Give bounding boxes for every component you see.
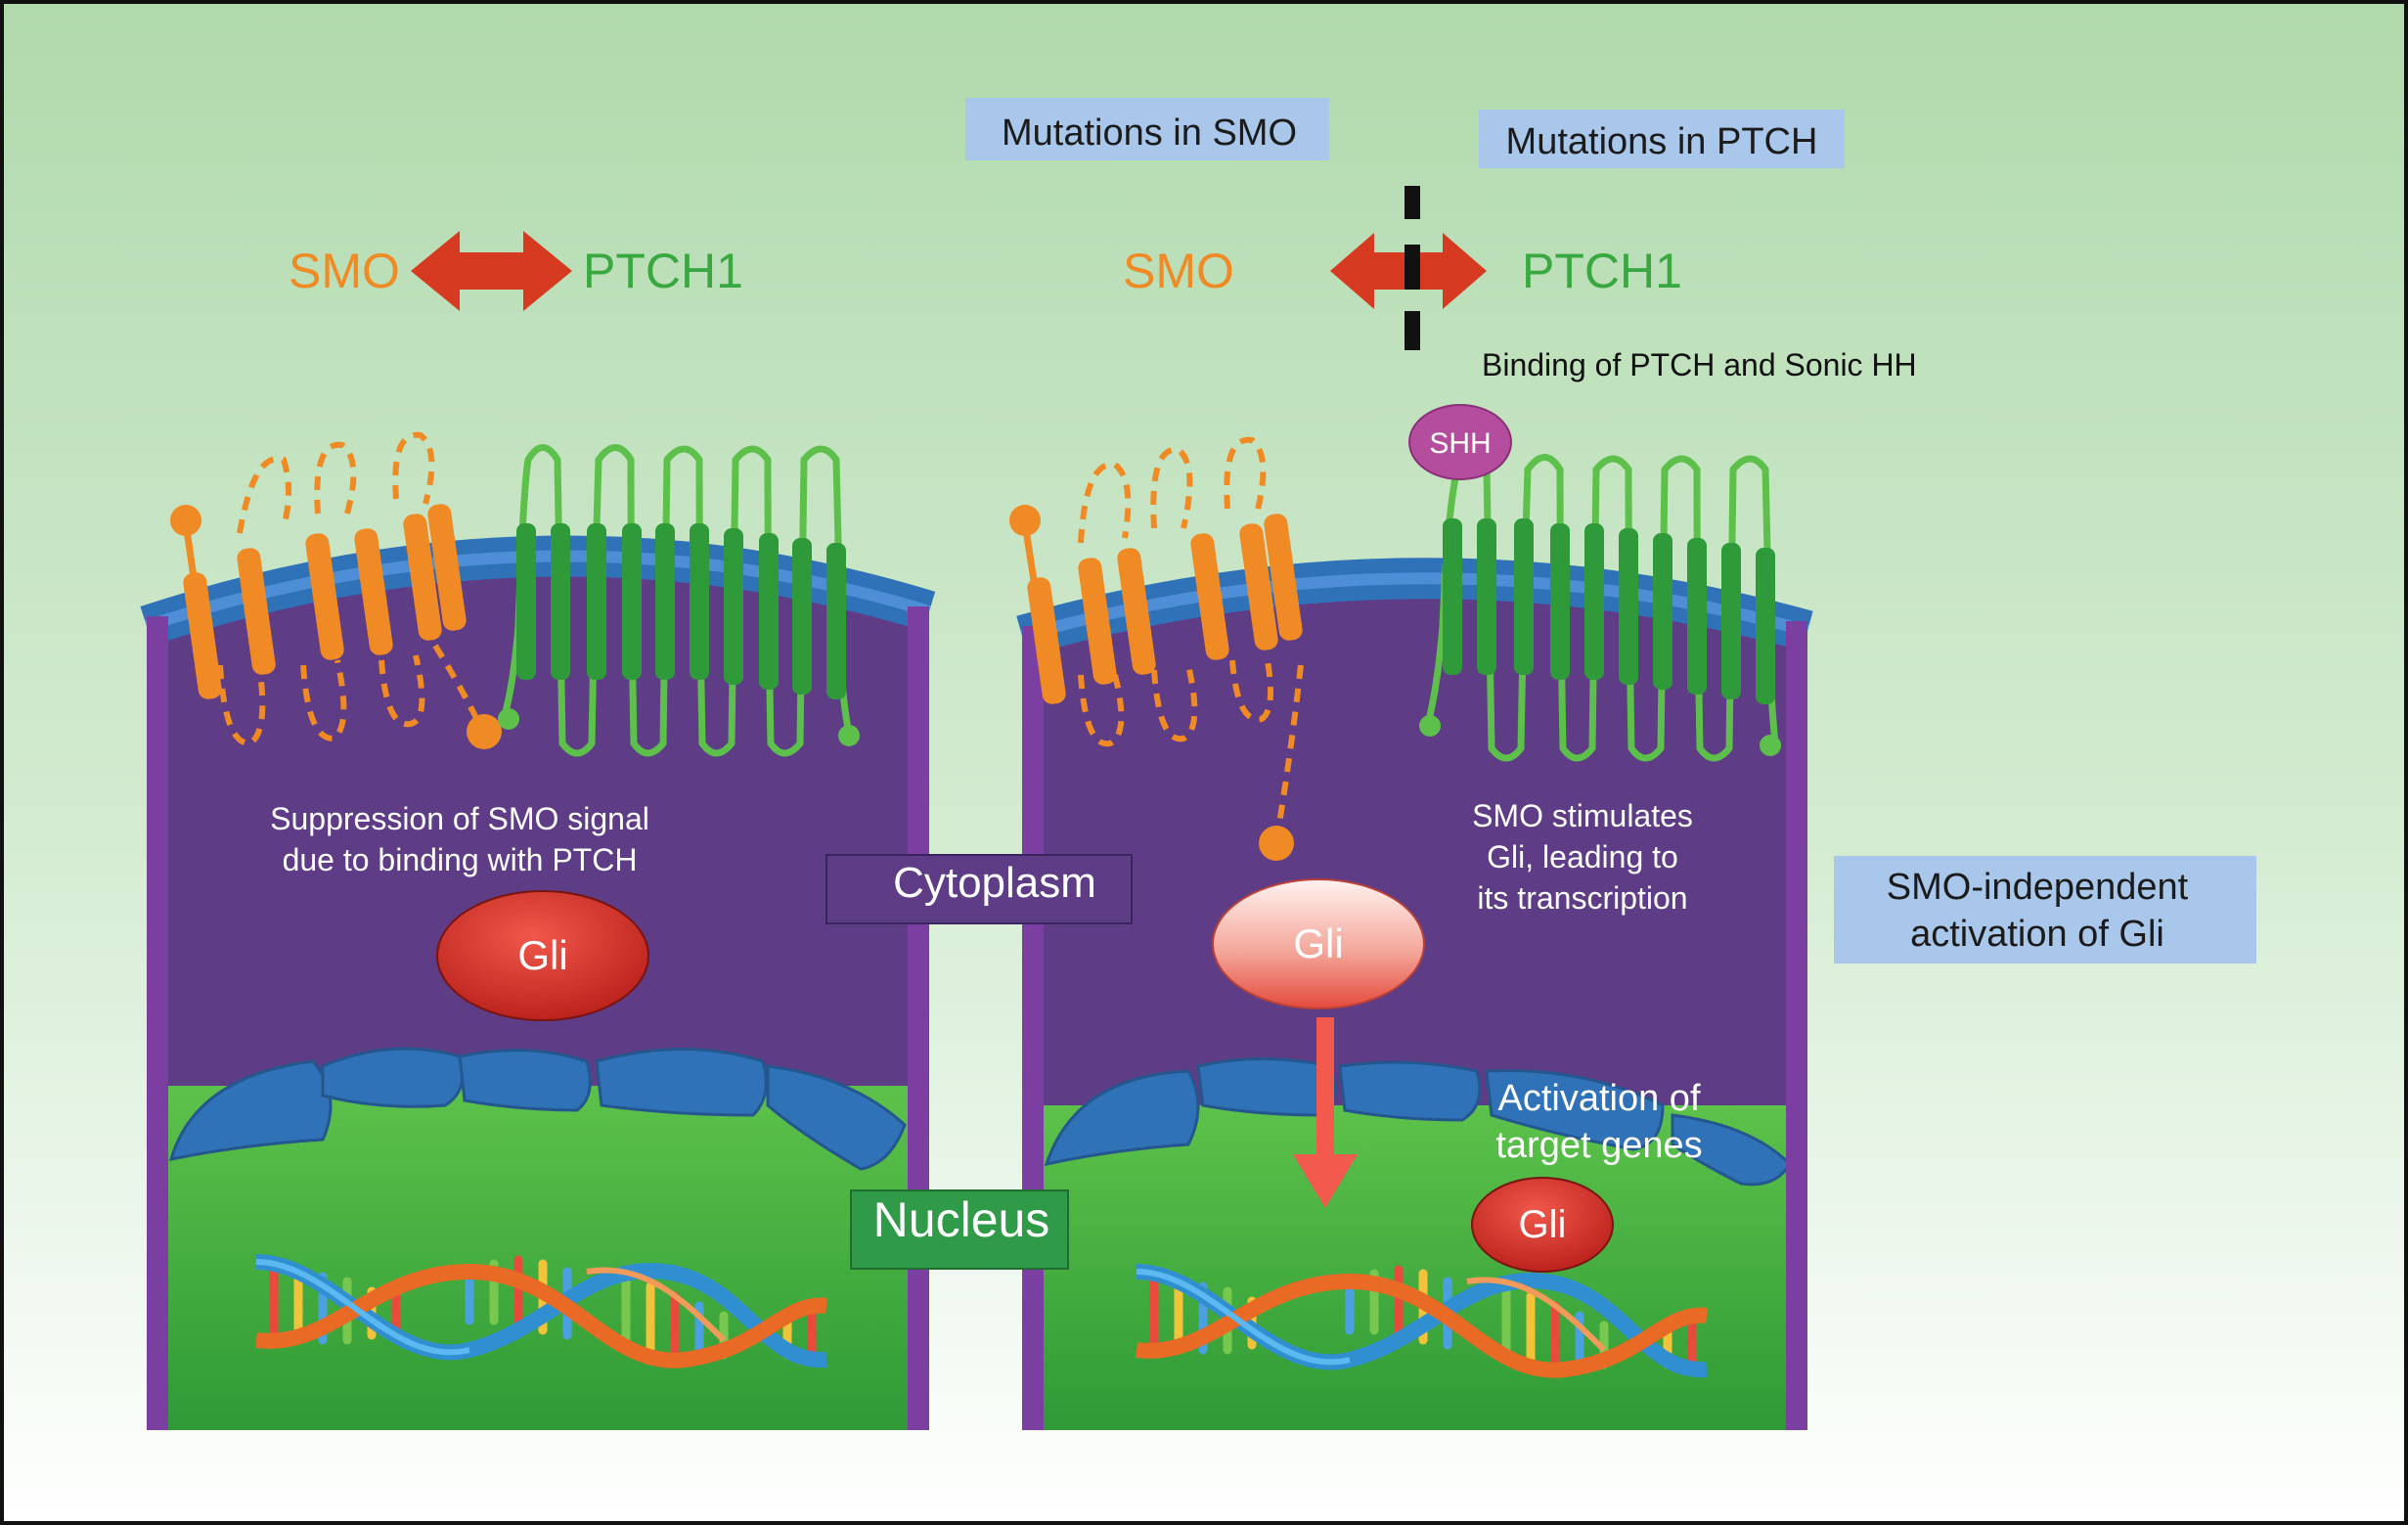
right-ptch1-receptor	[1419, 454, 1781, 762]
nucleus-label: Nucleus	[850, 1189, 1069, 1270]
shh-label: SHH	[1429, 427, 1491, 460]
left-suppression-text-line2: due to binding with PTCH	[283, 842, 638, 877]
right-cell-wall-left	[1022, 626, 1044, 1430]
right-ptch1-label: PTCH1	[1522, 244, 1682, 298]
right-gli-label: Gli	[1293, 920, 1343, 966]
smo-independent-text-line1: SMO-independent	[1887, 867, 2189, 908]
left-gli-label: Gli	[517, 932, 567, 978]
right-smo-receptor	[1009, 436, 1304, 861]
left-suppression-text-line1: Suppression of SMO signal	[270, 801, 649, 836]
left-cell-wall-left	[147, 616, 168, 1430]
left-smo-label: SMO	[289, 244, 400, 298]
mutations-ptch-text: Mutations in PTCH	[1506, 121, 1818, 162]
mutations-ptch-box: Mutations in PTCH	[1479, 110, 1845, 168]
nuclear-gli-label: Gli	[1519, 1203, 1567, 1246]
activation-text-line2: target genes	[1495, 1125, 1702, 1166]
right-gli-protein-activated	[1212, 878, 1425, 1009]
smo-independent-text-line2: activation of Gli	[1910, 914, 2164, 955]
right-nuclear-envelope	[1044, 1057, 1792, 1187]
right-cell-wall-right	[1786, 621, 1807, 1430]
left-smo-receptor	[170, 431, 502, 749]
right-smo-label: SMO	[1123, 244, 1234, 298]
binding-ptch-shh-text: Binding of PTCH and Sonic HH	[1482, 347, 1917, 382]
right-dna-helix-icon	[1135, 1264, 1708, 1378]
mutations-smo-box: Mutations in SMO	[965, 98, 1329, 160]
broken-interaction-dashed-line	[1405, 186, 1420, 350]
left-cell-wall-right	[908, 606, 929, 1430]
smo-stimulates-text-line2: Gli, leading to	[1487, 839, 1678, 875]
smo-independent-box: SMO-independent activation of Gli	[1834, 856, 2256, 964]
cytoplasm-text: Cytoplasm	[893, 859, 1096, 907]
shh-ligand	[1408, 404, 1512, 480]
left-ptch1-label: PTCH1	[583, 244, 743, 298]
gli-translocation-arrow-icon	[1293, 1017, 1358, 1208]
cytoplasm-label: Cytoplasm	[825, 854, 1133, 924]
left-cell: Suppression of SMO signal due to binding…	[140, 431, 936, 1430]
left-ptch1-receptor	[498, 444, 860, 757]
smo-stimulates-text-line1: SMO stimulates	[1472, 798, 1693, 833]
activation-text-line1: Activation of	[1498, 1078, 1701, 1119]
left-nuclear-envelope	[168, 1047, 907, 1171]
left-gli-protein	[436, 890, 649, 1021]
nuclear-gli-protein	[1471, 1177, 1614, 1273]
nucleus-text: Nucleus	[873, 1192, 1050, 1247]
smo-stimulates-text-line3: its transcription	[1477, 880, 1687, 916]
left-dna-helix-icon	[254, 1254, 827, 1368]
right-cell: SHH SMO stimulates Gli, leading to its t…	[1009, 404, 1813, 1430]
left-interaction-arrow-icon	[411, 231, 572, 311]
mutations-smo-text: Mutations in SMO	[1002, 112, 1297, 154]
